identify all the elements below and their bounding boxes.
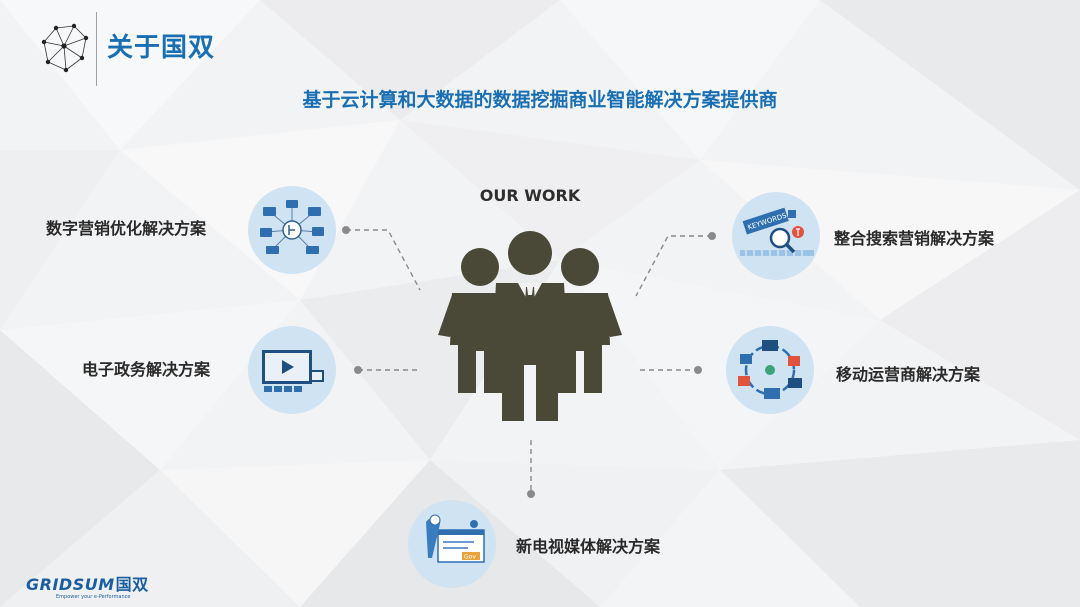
connector-dot [527, 490, 535, 498]
circle-egov [248, 326, 336, 414]
video-monitor-icon [262, 350, 324, 392]
footer-tagline: Empower your e-Performance [56, 594, 131, 600]
label-search-marketing: 整合搜索营销解决方案 [834, 229, 995, 248]
mobile-cycle-icon [738, 340, 802, 399]
footer-brand-cn: 国双 [115, 575, 149, 594]
network-logo-icon [41, 23, 89, 73]
label-egov: 电子政务解决方案 [82, 360, 211, 379]
connector-dot [708, 232, 716, 240]
page-title: 关于国双 [107, 33, 216, 63]
gridsum-footer-logo: GRIDSUM国双 Empower your e-Performance [26, 576, 149, 601]
team-people-icon [438, 231, 622, 421]
header-divider [96, 12, 97, 86]
label-digital-marketing: 数字营销优化解决方案 [46, 219, 207, 238]
footer-brand: GRIDSUM [26, 575, 115, 594]
gov-icon-text: Gov [464, 554, 476, 561]
connector-digital-marketing [346, 229, 421, 291]
label-tv-media: 新电视媒体解决方案 [516, 537, 661, 556]
connector-dot [342, 226, 350, 234]
connector-search-marketing [635, 235, 712, 297]
circle-mobile [726, 326, 814, 414]
connector-dot [694, 366, 702, 374]
network-devices-icon [260, 200, 324, 254]
our-work-heading: OUR WORK [479, 186, 581, 205]
connector-dot [354, 366, 362, 374]
page-subtitle: 基于云计算和大数据的数据挖掘商业智能解决方案提供商 [302, 89, 778, 111]
label-mobile: 移动运营商解决方案 [836, 365, 981, 384]
circle-search-marketing: KEYWORDS [732, 192, 820, 280]
tv-media-icon: Gov [426, 514, 485, 563]
circle-digital-marketing [248, 186, 336, 274]
circle-tv-media: Gov [408, 500, 496, 588]
keyword-search-icon: KEYWORDS [740, 207, 814, 256]
